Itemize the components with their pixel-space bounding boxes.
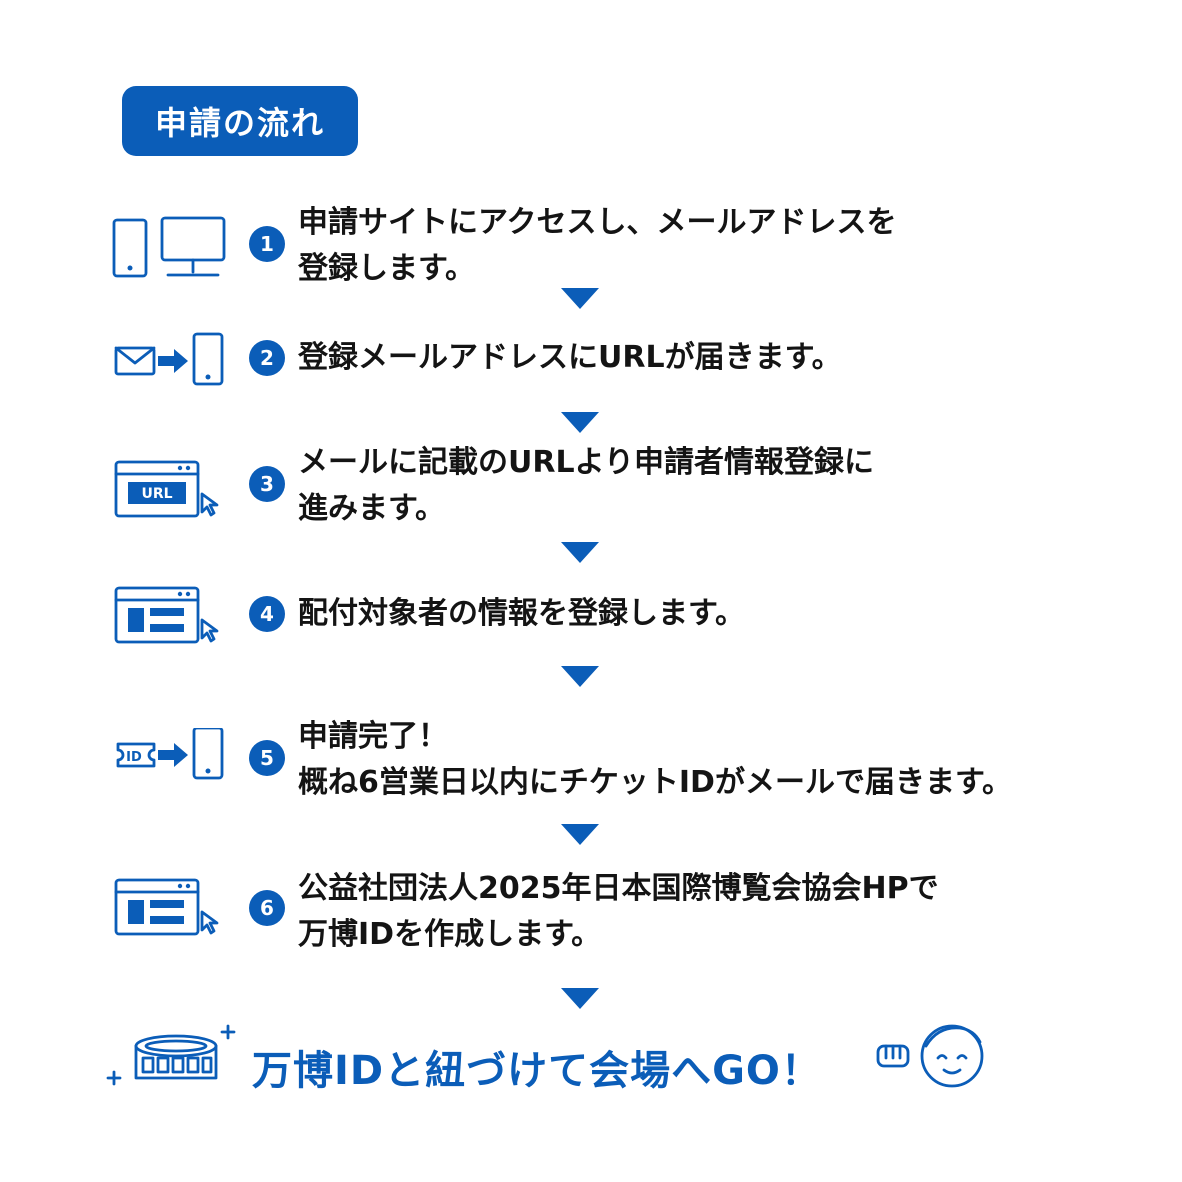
down-arrow-icon: [561, 412, 599, 433]
step-description: メールに記載のURLより申請者情報登録に 進みます。: [298, 440, 874, 532]
down-arrow-icon: [561, 988, 599, 1009]
step-line: 万博IDを作成します。: [298, 917, 602, 952]
id-ticket-to-phone-icon: ID: [116, 728, 224, 780]
step-number-badge: 4: [249, 596, 285, 632]
step-description: 申請完了！ 概ね6営業日以内にチケットIDがメールで届きます。: [298, 714, 1012, 806]
browser-url-click-icon: URL: [114, 460, 219, 518]
down-arrow-icon: [561, 666, 599, 687]
id-label: ID: [126, 750, 142, 765]
fist-and-face-icon: [876, 1024, 984, 1088]
step-line: 概ね6営業日以内にチケットIDがメールで届きます。: [298, 765, 1012, 800]
section-title-badge: 申請の流れ: [122, 86, 358, 156]
phone-and-monitor-icon: [112, 216, 226, 278]
section-title: 申請の流れ: [154, 104, 325, 142]
url-label: URL: [141, 486, 172, 502]
step-number-badge: 5: [249, 740, 285, 776]
step-line: 進みます。: [298, 491, 445, 526]
step-number-badge: 1: [249, 226, 285, 262]
step-number-badge: 2: [249, 340, 285, 376]
final-message: 万博IDと紐づけて会場へGO！: [252, 1048, 822, 1094]
step-description: 公益社団法人2025年日本国際博覧会協会HPで 万博IDを作成します。: [298, 866, 939, 958]
step-line: 申請サイトにアクセスし、メールアドレスを: [298, 205, 897, 240]
down-arrow-icon: [561, 288, 599, 309]
step-description: 配付対象者の情報を登録します。: [298, 591, 745, 637]
mail-to-phone-icon: [114, 332, 224, 386]
step-number-badge: 6: [249, 890, 285, 926]
expo-venue-icon: [106, 1024, 236, 1086]
step-line: 登録します。: [298, 251, 475, 286]
step-line: メールに記載のURLより申請者情報登録に: [298, 445, 874, 480]
step-line: 公益社団法人2025年日本国際博覧会協会HPで: [298, 871, 939, 906]
down-arrow-icon: [561, 824, 599, 845]
down-arrow-icon: [561, 542, 599, 563]
step-line: 申請完了！: [298, 719, 448, 754]
browser-form-click-icon: [114, 878, 219, 936]
browser-form-click-icon: [114, 586, 219, 644]
step-description: 登録メールアドレスにURLが届きます。: [298, 335, 842, 381]
step-line: 登録メールアドレスにURLが届きます。: [298, 340, 842, 375]
step-line: 配付対象者の情報を登録します。: [298, 596, 745, 631]
step-description: 申請サイトにアクセスし、メールアドレスを 登録します。: [298, 200, 897, 292]
step-number-badge: 3: [249, 466, 285, 502]
